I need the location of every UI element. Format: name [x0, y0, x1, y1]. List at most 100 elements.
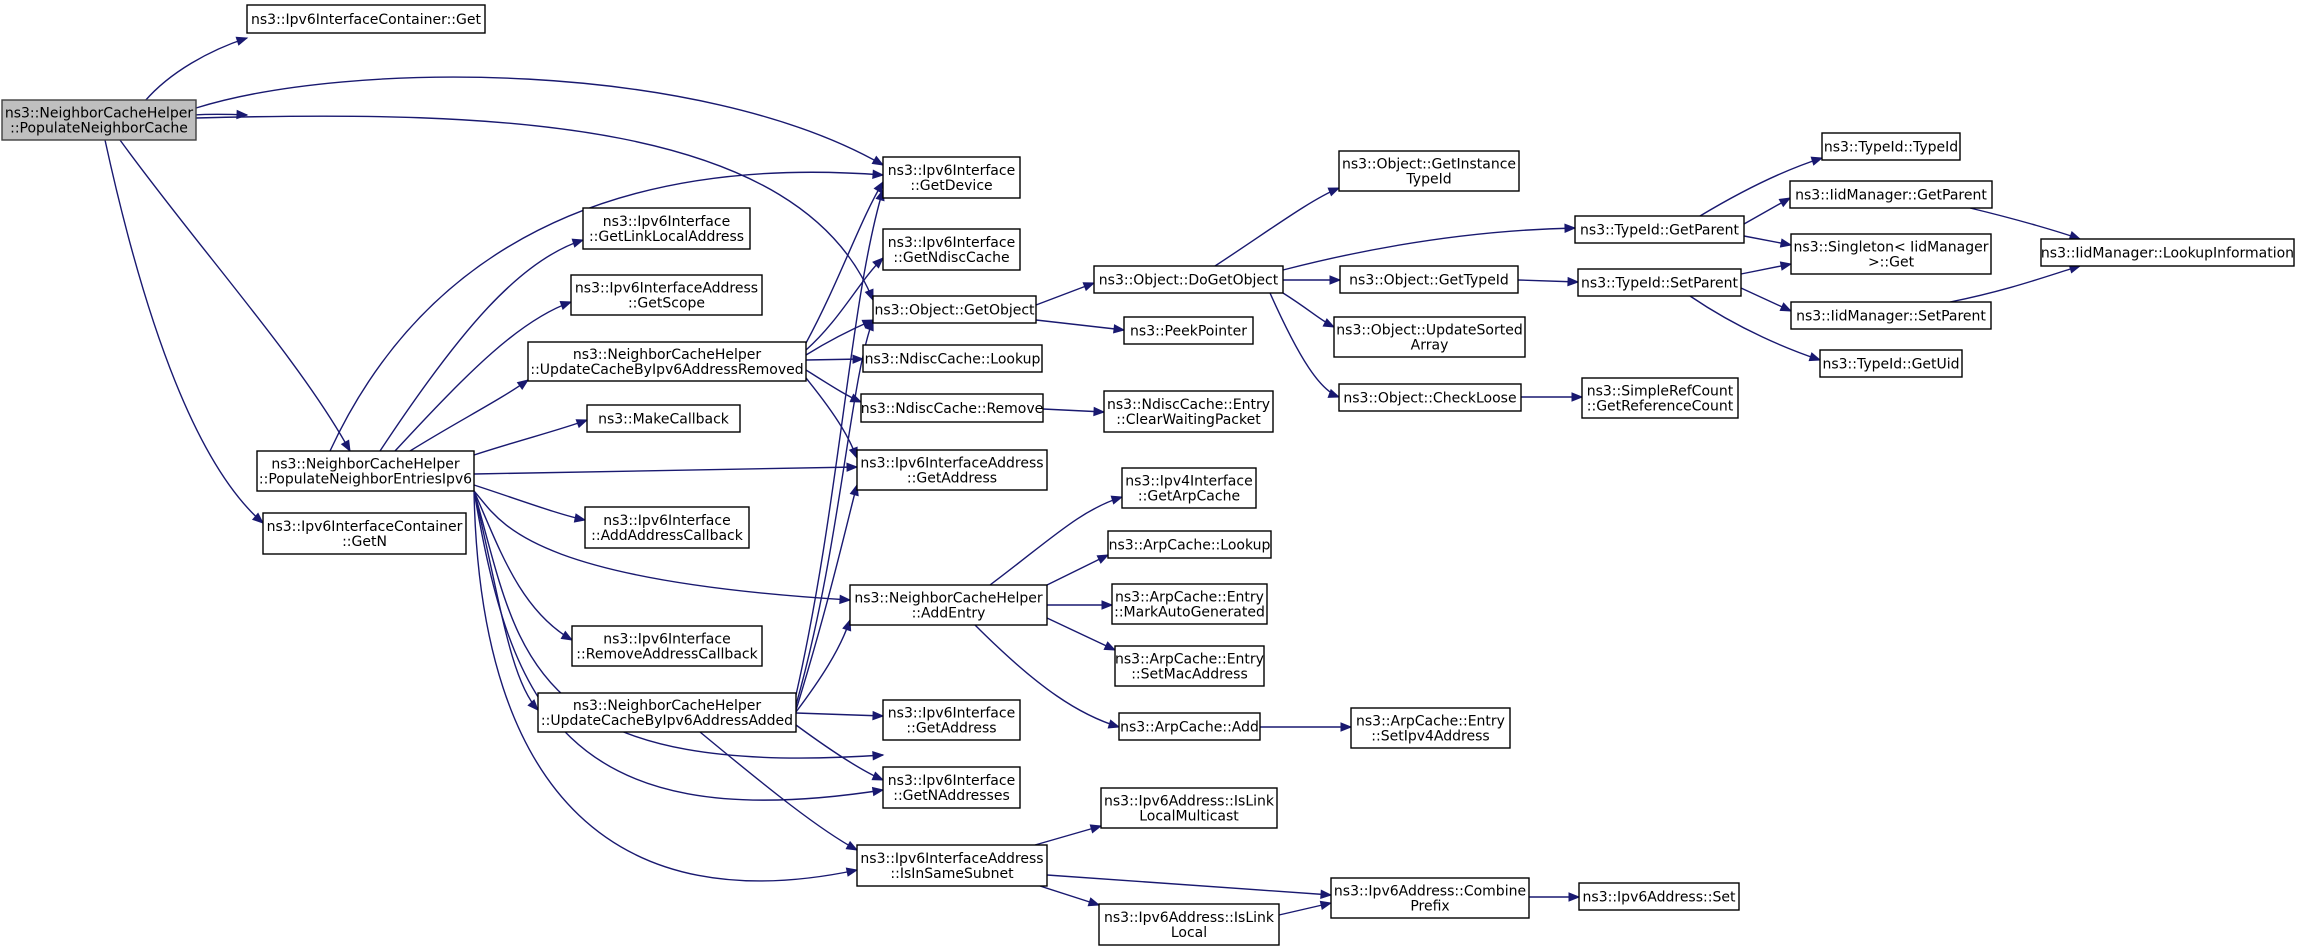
node-arp-setipv4[interactable]: ns3::ArpCache::Entry::SetIpv4Address [1350, 707, 1511, 749]
edge-arrowhead [575, 419, 589, 429]
call-edge [195, 115, 874, 301]
call-edge [409, 379, 529, 452]
node-makecallback[interactable]: ns3::MakeCallback [586, 404, 741, 433]
edge-arrowhead [839, 594, 852, 605]
node-checkloose[interactable]: ns3::Object::CheckLoose [1338, 383, 1522, 412]
node-typeid-getuid[interactable]: ns3::TypeId::GetUid [1819, 349, 1963, 378]
edge-arrowhead [1779, 302, 1793, 312]
node-label: ns3::ArpCache::Lookup [1109, 538, 1271, 554]
node-ipv6ic-get[interactable]: ns3::Ipv6InterfaceContainer::Get [246, 4, 486, 34]
node-box [862, 344, 1043, 373]
node-root[interactable]: ns3::NeighborCacheHelper::PopulateNeighb… [1, 99, 197, 141]
call-edge [989, 496, 1123, 586]
edge-arrowhead [1571, 392, 1584, 402]
node-box [849, 584, 1048, 626]
node-label: ns3::Object::DoGetObject [1099, 273, 1279, 289]
node-label: ::UpdateCacheByIpv6AddressAdded [541, 713, 793, 729]
nodes: ns3::NeighborCacheHelper::PopulateNeighb… [1, 4, 2295, 946]
node-label: ns3::NdiscCache::Lookup [865, 352, 1041, 368]
node-box [882, 699, 1021, 741]
node-label: ::GetN [342, 534, 387, 550]
node-update-added[interactable]: ns3::NeighborCacheHelper::UpdateCacheByI… [537, 692, 797, 733]
node-getarpcache[interactable]: ns3::Ipv4Interface::GetArpCache [1121, 467, 1257, 509]
edge-arrowhead [1340, 722, 1353, 732]
node-label: ::IsInSameSubnet [890, 866, 1014, 882]
call-edge [974, 624, 1120, 728]
node-box [246, 4, 486, 34]
node-dogetobject[interactable]: ns3::Object::DoGetObject [1093, 265, 1284, 294]
node-peekpointer[interactable]: ns3::PeekPointer [1123, 316, 1254, 345]
call-edge [805, 377, 858, 459]
node-box [1, 99, 197, 141]
node-arp-lookup[interactable]: ns3::ArpCache::Lookup [1107, 530, 1272, 559]
call-edge [795, 712, 884, 717]
node-typeid-getparent[interactable]: ns3::TypeId::GetParent [1574, 215, 1745, 244]
node-update-removed[interactable]: ns3::NeighborCacheHelper::UpdateCacheByI… [527, 341, 807, 382]
node-ndisc-lookup[interactable]: ns3::NdiscCache::Lookup [862, 344, 1043, 373]
node-ipv6ic-getn[interactable]: ns3::Ipv6InterfaceContainer::GetN [262, 512, 467, 555]
node-isinsamesubnet[interactable]: ns3::Ipv6InterfaceAddress::IsInSameSubne… [856, 844, 1048, 887]
edge-arrowhead [559, 301, 573, 310]
node-label: ::SetIpv4Address [1371, 729, 1489, 745]
node-ipv6if-getaddress[interactable]: ns3::Ipv6Interface::GetAddress [882, 699, 1021, 741]
node-getnaddresses[interactable]: ns3::Ipv6Interface::GetNAddresses [882, 766, 1021, 809]
node-object-gettypeid[interactable]: ns3::Object::GetTypeId [1339, 265, 1519, 294]
call-edge [1035, 319, 1125, 331]
node-singleton-get[interactable]: ns3::Singleton< IidManager >::Get [1790, 233, 1992, 275]
node-label: ns3::IidManager::SetParent [1796, 309, 1986, 325]
node-box [537, 692, 797, 733]
node-iid-getparent[interactable]: ns3::IidManager::GetParent [1789, 180, 1993, 209]
edge-arrowhead [1568, 892, 1581, 902]
node-arp-markauto[interactable]: ns3::ArpCache::Entry::MarkAutoGenerated [1111, 583, 1268, 625]
call-edge [104, 139, 264, 524]
node-getndisccache[interactable]: ns3::Ipv6Interface::GetNdiscCache [882, 228, 1021, 271]
node-label: ns3::Object::GetObject [874, 303, 1035, 319]
node-label: ns3::MakeCallback [598, 412, 730, 428]
node-ndisc-remove[interactable]: ns3::NdiscCache::Remove [860, 393, 1044, 423]
node-addaddrcallback[interactable]: ns3::Ipv6Interface::AddAddressCallback [584, 506, 750, 549]
node-box [1093, 265, 1284, 294]
node-populate-ipv6[interactable]: ns3::NeighborCacheHelper::PopulateNeighb… [256, 450, 475, 492]
node-label: ns3::Ipv6Interface [888, 163, 1015, 179]
node-getlinklocal[interactable]: ns3::Ipv6Interface::GetLinkLocalAddress [582, 207, 751, 250]
node-object-getobject[interactable]: ns3::Object::GetObject [872, 295, 1037, 324]
edge-arrowhead [1779, 238, 1793, 248]
call-edge [473, 490, 851, 601]
call-edge [1269, 292, 1340, 398]
node-getreferencecount[interactable]: ns3::SimpleRefCount::GetReferenceCount [1581, 377, 1739, 419]
node-iid-lookupinfo[interactable]: ns3::IidManager::LookupInformation [2040, 238, 2295, 267]
node-label: ::GetAddress [907, 471, 997, 487]
node-ndisc-clearwaiting[interactable]: ns3::NdiscCache::Entry::ClearWaitingPack… [1103, 390, 1274, 433]
node-typeid-typeid[interactable]: ns3::TypeId::TypeId [1821, 132, 1961, 161]
node-ipv6ifaddr-getscope[interactable]: ns3::Ipv6InterfaceAddress::GetScope [570, 274, 763, 316]
node-label: ns3::Ipv6Interface [603, 632, 730, 648]
node-label: ns3::Ipv6InterfaceAddress [575, 281, 758, 297]
node-label: LocalMulticast [1139, 809, 1239, 825]
node-ipv6ifaddr-getaddress[interactable]: ns3::Ipv6InterfaceAddress::GetAddress [856, 449, 1048, 491]
node-label: ns3::Ipv6Address::Set [1583, 890, 1736, 906]
node-typeid-setparent[interactable]: ns3::TypeId::SetParent [1577, 268, 1742, 297]
node-removeaddrcallback[interactable]: ns3::Ipv6Interface::RemoveAddressCallbac… [571, 625, 763, 667]
call-edge [473, 419, 588, 456]
edge-arrowhead [872, 750, 885, 761]
node-label: Local [1171, 925, 1207, 941]
node-label: ns3::IidManager::LookupInformation [2041, 246, 2294, 262]
node-arp-setmac[interactable]: ns3::ArpCache::Entry::SetMacAddress [1114, 645, 1265, 687]
node-iid-setparent[interactable]: ns3::IidManager::SetParent [1790, 301, 1992, 330]
node-label: ::GetScope [628, 296, 705, 312]
node-ipv6if-getdevice[interactable]: ns3::Ipv6Interface::GetDevice [882, 156, 1021, 199]
node-arp-add[interactable]: ns3::ArpCache::Add [1118, 712, 1261, 741]
node-ipv6addr-set[interactable]: ns3::Ipv6Address::Set [1578, 882, 1740, 911]
call-edge [699, 731, 858, 851]
node-label: ::GetArpCache [1138, 489, 1240, 505]
call-edge [1949, 265, 2081, 303]
node-label: ns3::Ipv6InterfaceContainer::Get [251, 12, 481, 28]
node-label: ns3::ArpCache::Entry [1115, 652, 1264, 668]
node-addentry[interactable]: ns3::NeighborCacheHelper::AddEntry [849, 584, 1048, 626]
